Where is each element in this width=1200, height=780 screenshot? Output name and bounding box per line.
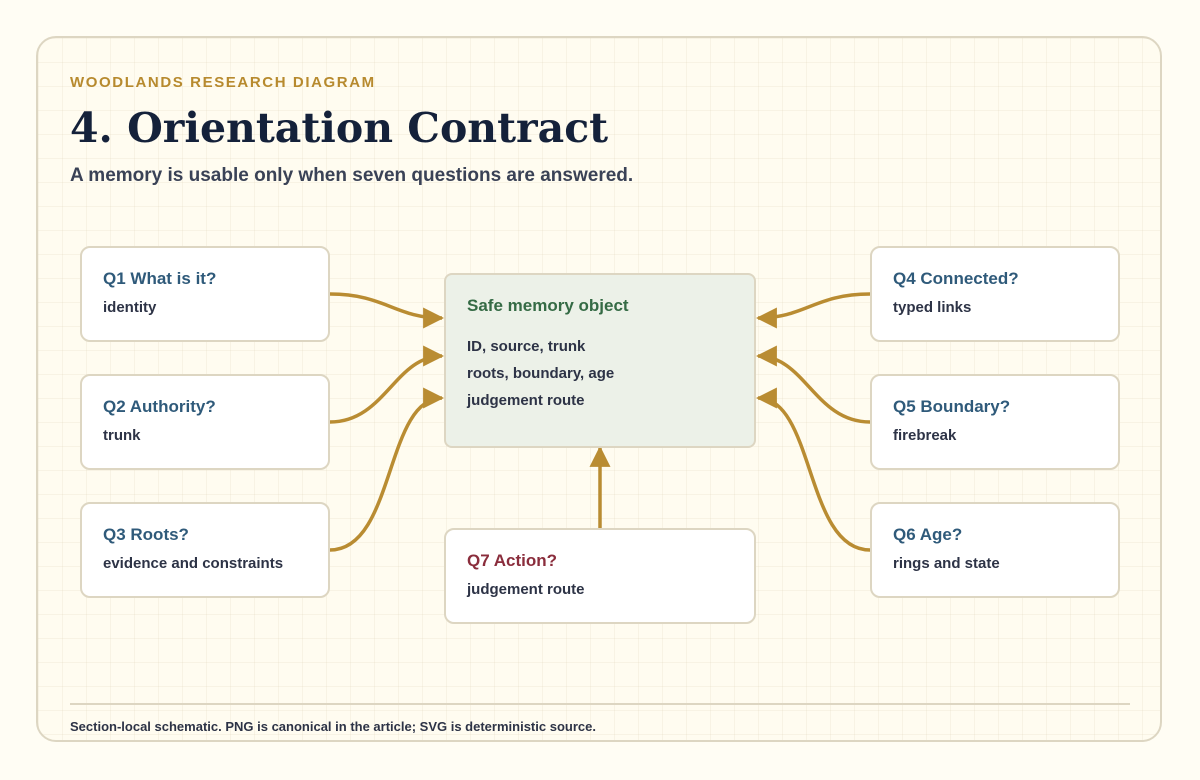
safe-memory-object-box: Safe memory object ID, source, trunk roo… (444, 273, 756, 448)
connector-q3 (329, 387, 445, 552)
connector-q2 (329, 345, 445, 424)
question-label: Q3 Roots? (103, 525, 189, 544)
eyebrow-label: WOODLANDS RESEARCH DIAGRAM (70, 74, 376, 91)
question-label: Q2 Authority? (103, 397, 216, 416)
answer-label: identity (103, 299, 157, 316)
connector-q1 (329, 292, 445, 329)
question-box-q6: Q6 Age? rings and state (870, 502, 1120, 598)
page-title: 4. Orientation Contract (70, 104, 609, 152)
footer-divider (70, 703, 1130, 705)
answer-label: rings and state (893, 555, 1000, 572)
answer-label: judgement route (467, 581, 585, 598)
center-title: Safe memory object (467, 296, 629, 315)
connector-q4 (755, 292, 871, 329)
center-line: ID, source, trunk (467, 338, 586, 355)
question-box-q2: Q2 Authority? trunk (80, 374, 330, 470)
answer-label: trunk (103, 427, 141, 444)
connector-q5 (755, 345, 871, 424)
question-label: Q6 Age? (893, 525, 963, 544)
question-box-q1: Q1 What is it? identity (80, 246, 330, 342)
answer-label: firebreak (893, 427, 957, 444)
center-line: judgement route (467, 392, 585, 409)
answer-label: evidence and constraints (103, 555, 284, 572)
answer-label: typed links (893, 299, 972, 316)
question-box-q7: Q7 Action? judgement route (444, 528, 756, 624)
footer-note: Section-local schematic. PNG is canonica… (70, 719, 596, 734)
question-label: Q1 What is it? (103, 269, 217, 288)
question-label: Q7 Action? (467, 551, 558, 570)
page-subtitle: A memory is usable only when seven quest… (70, 165, 634, 186)
question-box-q3: Q3 Roots? evidence and constraints (80, 502, 330, 598)
question-label: Q5 Boundary? (893, 397, 1011, 416)
question-box-q5: Q5 Boundary? firebreak (870, 374, 1120, 470)
connector-q6 (755, 387, 871, 552)
question-label: Q4 Connected? (893, 269, 1019, 288)
center-line: roots, boundary, age (467, 365, 615, 382)
question-box-q4: Q4 Connected? typed links (870, 246, 1120, 342)
